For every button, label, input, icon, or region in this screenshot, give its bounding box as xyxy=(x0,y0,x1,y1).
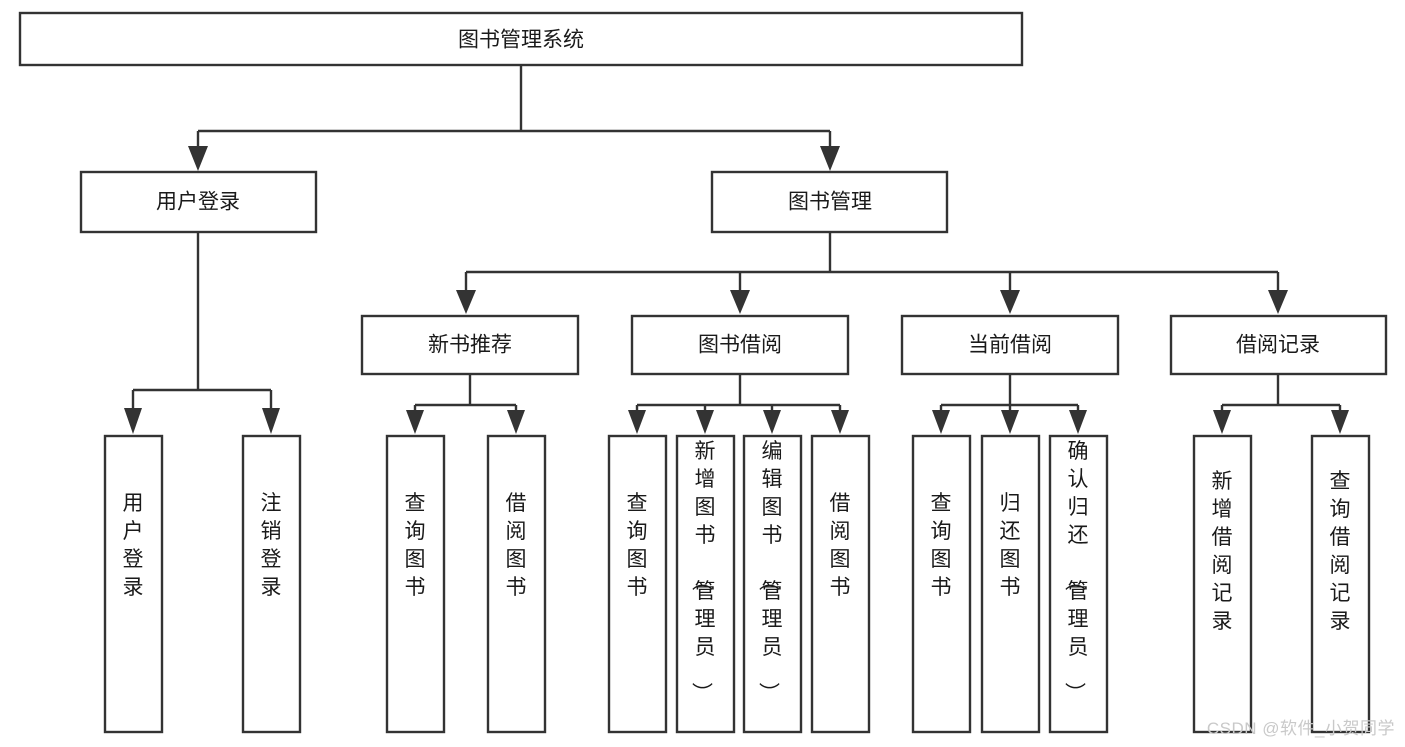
node-book-management[interactable]: 图书管理 xyxy=(710,170,949,234)
arrow-to-borrow-record xyxy=(1268,290,1288,314)
arrow-to-user-login xyxy=(188,146,208,171)
node-user-login[interactable]: 用户登录 xyxy=(79,170,318,234)
arrow-to-book-borrow xyxy=(730,290,750,314)
arrow-to-book-mgmt xyxy=(820,146,840,171)
arrow-to-leaf-9 xyxy=(932,410,950,434)
arrow-to-leaf-10 xyxy=(1001,410,1019,434)
leaf-query-book-current-box[interactable] xyxy=(911,434,972,734)
arrow-to-leaf-8 xyxy=(831,410,849,434)
leaf-borrow-book-box[interactable] xyxy=(810,434,871,734)
leaf-query-book-new-box[interactable] xyxy=(385,434,446,734)
arrow-to-leaf-7 xyxy=(763,410,781,434)
leaf-return-book-label: 归还图书 xyxy=(1000,492,1021,599)
leaf-add-book-admin-box[interactable] xyxy=(675,434,736,734)
node-book-borrow-label: 图书借阅 xyxy=(698,334,782,357)
arrow-to-leaf-5 xyxy=(628,410,646,434)
node-layer: 图书管理系统 用户登录 图书管理 新书推荐 图书借阅 当前 xyxy=(18,11,1388,734)
leaf-logout-label: 注销登录 xyxy=(261,492,282,599)
arrow-to-current-borrow xyxy=(1000,290,1020,314)
leaf-confirm-return-admin[interactable]: 确认归还（管理员） xyxy=(1048,434,1109,734)
arrow-to-leaf-12 xyxy=(1213,410,1231,434)
leaf-edit-book-admin-box[interactable] xyxy=(742,434,803,734)
leaf-add-borrow-record-label: 新增借阅记录 xyxy=(1212,470,1233,633)
node-user-login-label: 用户登录 xyxy=(156,191,240,214)
csdn-watermark: CSDN @软件_小贺同学 xyxy=(1206,719,1395,738)
arrow-to-leaf-6 xyxy=(696,410,714,434)
arrow-to-leaf-1 xyxy=(124,408,142,434)
leaf-query-borrow-record-box[interactable] xyxy=(1310,434,1371,734)
leaf-query-book-borrow-label: 查询图书 xyxy=(627,492,648,599)
node-borrow-record-label: 借阅记录 xyxy=(1236,334,1320,357)
node-current-borrow[interactable]: 当前借阅 xyxy=(900,314,1120,376)
node-user-login-box[interactable] xyxy=(79,170,318,234)
node-current-borrow-label: 当前借阅 xyxy=(968,334,1052,357)
leaf-borrow-book-new-box[interactable] xyxy=(486,434,547,734)
leaf-query-book-current[interactable]: 查询图书 xyxy=(911,434,972,734)
leaf-borrow-book-label: 借阅图书 xyxy=(830,492,851,599)
leaf-user-login-box[interactable] xyxy=(103,434,164,734)
leaf-return-book[interactable]: 归还图书 xyxy=(980,434,1041,734)
node-book-management-box[interactable] xyxy=(710,170,949,234)
leaf-user-login-label: 用户登录 xyxy=(123,492,144,599)
arrow-to-leaf-11 xyxy=(1069,410,1087,434)
leaf-user-login[interactable]: 用户登录 xyxy=(103,434,164,734)
node-new-book-recommend-box[interactable] xyxy=(360,314,580,376)
leaf-query-book-borrow-box[interactable] xyxy=(607,434,668,734)
leaf-logout[interactable]: 注销登录 xyxy=(241,434,302,734)
edge-layer xyxy=(124,65,1349,434)
node-borrow-record[interactable]: 借阅记录 xyxy=(1169,314,1388,376)
leaf-edit-book-admin-label: 编辑图书（管理员） xyxy=(757,440,783,703)
leaf-confirm-return-admin-label: 确认归还（管理员） xyxy=(1063,440,1089,703)
leaf-query-book-new[interactable]: 查询图书 xyxy=(385,434,446,734)
leaf-edit-book-admin[interactable]: 编辑图书（管理员） xyxy=(742,434,803,734)
leaf-borrow-book-new-label: 借阅图书 xyxy=(506,492,527,599)
leaf-query-book-borrow[interactable]: 查询图书 xyxy=(607,434,668,734)
node-root[interactable]: 图书管理系统 xyxy=(18,11,1024,67)
node-root-label: 图书管理系统 xyxy=(458,29,584,52)
leaf-query-borrow-record[interactable]: 查询借阅记录 xyxy=(1310,434,1371,734)
leaf-add-borrow-record-box[interactable] xyxy=(1192,434,1253,734)
leaf-query-book-current-label: 查询图书 xyxy=(931,492,952,599)
node-borrow-record-box[interactable] xyxy=(1169,314,1388,376)
node-book-management-label: 图书管理 xyxy=(788,191,872,214)
node-new-book-recommend[interactable]: 新书推荐 xyxy=(360,314,580,376)
arrow-to-leaf-13 xyxy=(1331,410,1349,434)
leaf-borrow-book[interactable]: 借阅图书 xyxy=(810,434,871,734)
leaf-add-borrow-record[interactable]: 新增借阅记录 xyxy=(1192,434,1253,734)
arrow-to-leaf-2 xyxy=(262,408,280,434)
arrow-to-leaf-3 xyxy=(406,410,424,434)
node-root-box[interactable] xyxy=(18,11,1024,67)
leaf-borrow-book-new[interactable]: 借阅图书 xyxy=(486,434,547,734)
leaf-query-borrow-record-label: 查询借阅记录 xyxy=(1330,470,1351,633)
leaf-query-book-new-label: 查询图书 xyxy=(405,492,426,599)
arrow-to-new-books xyxy=(456,290,476,314)
leaf-add-book-admin-label: 新增图书（管理员） xyxy=(690,440,716,703)
leaf-confirm-return-admin-box[interactable] xyxy=(1048,434,1109,734)
arrow-to-leaf-4 xyxy=(507,410,525,434)
leaf-add-book-admin[interactable]: 新增图书（管理员） xyxy=(675,434,736,734)
node-book-borrow[interactable]: 图书借阅 xyxy=(630,314,850,376)
node-new-book-recommend-label: 新书推荐 xyxy=(428,334,512,357)
leaf-return-book-box[interactable] xyxy=(980,434,1041,734)
leaf-logout-box[interactable] xyxy=(241,434,302,734)
node-book-borrow-box[interactable] xyxy=(630,314,850,376)
node-current-borrow-box[interactable] xyxy=(900,314,1120,376)
